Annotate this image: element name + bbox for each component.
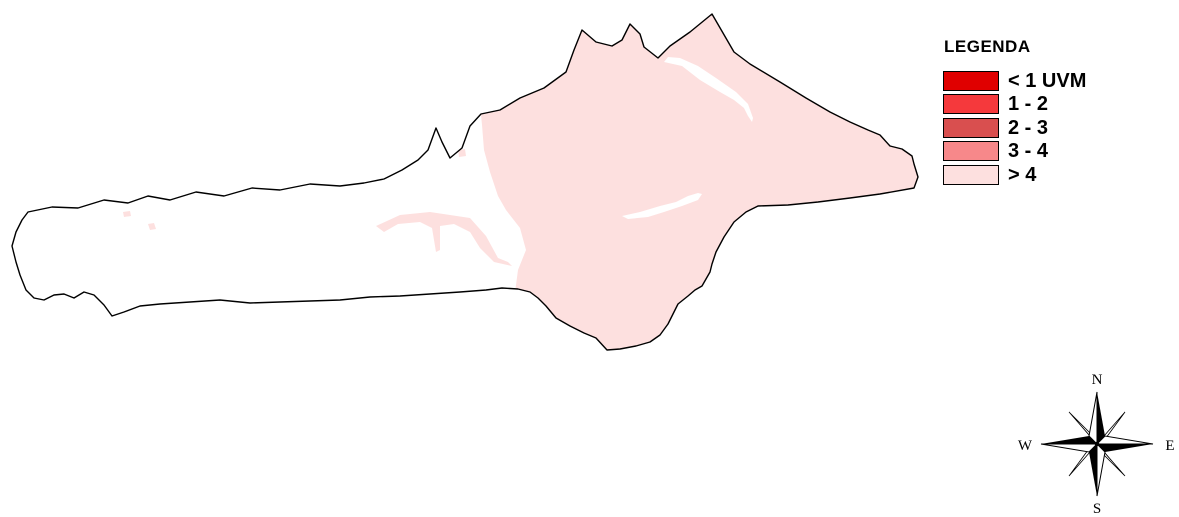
compass-north-label: N — [1092, 372, 1103, 388]
legend-item-lt-1: < 1 UVM — [943, 69, 1163, 93]
legend-swatch-lt-1 — [943, 70, 999, 91]
legend-swatch-1-2 — [943, 94, 999, 115]
legend-swatch-2-3 — [943, 117, 999, 138]
legend-label-lt-1: < 1 UVM — [1008, 69, 1087, 92]
legend-item-3-4: 3 - 4 — [943, 140, 1163, 164]
compass-rose-icon — [1040, 391, 1154, 497]
water-features — [622, 57, 753, 219]
legend-item-gt-4: > 4 — [943, 163, 1163, 187]
legend-label-2-3: 2 - 3 — [1008, 116, 1049, 139]
legend-item-1-2: 1 - 2 — [943, 93, 1163, 117]
legend-label-1-2: 1 - 2 — [1008, 93, 1049, 116]
legend-label-3-4: 3 - 4 — [1008, 140, 1049, 163]
legend-item-2-3: 2 - 3 — [943, 116, 1163, 140]
compass-east-label: E — [1165, 438, 1174, 454]
legend: LEGENDA < 1 UVM 1 - 2 2 - 3 3 - 4 > 4 — [943, 37, 1163, 187]
legend-label-gt-4: > 4 — [1008, 163, 1037, 186]
legend-swatch-3-4 — [943, 141, 999, 162]
compass-south-label: S — [1093, 501, 1101, 517]
region-outline — [11, 13, 919, 351]
legend-swatch-gt-4 — [943, 164, 999, 185]
compass-west-label: W — [1018, 438, 1033, 454]
legend-title: LEGENDA — [944, 37, 1031, 56]
